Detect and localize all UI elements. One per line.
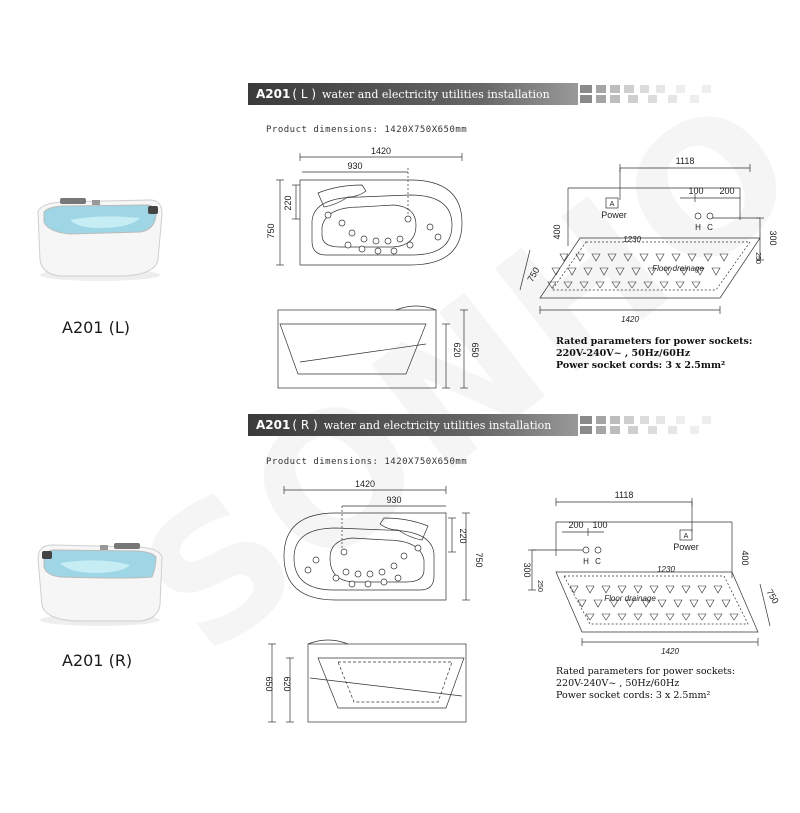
rated-line-1: Rated parameters for power sockets: bbox=[556, 666, 736, 677]
header-model: A201 bbox=[256, 418, 291, 432]
section-header: A201 ( R ) water and electricity utiliti… bbox=[248, 414, 728, 436]
decorative-tiles bbox=[580, 85, 711, 103]
dim-300: 300 bbox=[522, 562, 532, 577]
utility-layout-diagram: 1118 100 200 A Power H C 400 300 250 750… bbox=[519, 156, 778, 324]
rated-parameters: Rated parameters for power sockets: 220V… bbox=[556, 336, 752, 372]
header-model: A201 bbox=[256, 87, 291, 101]
dim-height-inner: 620 bbox=[452, 342, 462, 357]
dim-1230: 1230 bbox=[657, 565, 675, 574]
section-header: A201 ( L ) water and electricity utiliti… bbox=[248, 83, 728, 105]
dim-300: 300 bbox=[768, 230, 778, 245]
dim-1230: 1230 bbox=[623, 235, 641, 244]
dim-1118: 1118 bbox=[676, 156, 695, 166]
dim-1420: 1420 bbox=[661, 647, 679, 656]
dim-offset: 220 bbox=[458, 528, 468, 543]
dim-height-total: 650 bbox=[264, 676, 274, 691]
dim-250: 250 bbox=[536, 580, 543, 592]
dim-1118: 1118 bbox=[615, 490, 634, 500]
floor-drainage-label: Floor drainage bbox=[652, 264, 704, 273]
top-plan-drawing: 1420 930 750 220 bbox=[283, 479, 484, 601]
rated-parameters: Rated parameters for power sockets: 220V… bbox=[556, 666, 735, 702]
dim-100: 100 bbox=[688, 186, 703, 196]
cold-label: C bbox=[707, 223, 713, 232]
dim-inner: 930 bbox=[386, 495, 401, 505]
bathtub-photo-left bbox=[37, 198, 163, 281]
hot-label: H bbox=[583, 557, 589, 566]
hot-label: H bbox=[695, 223, 701, 232]
dim-depth: 750 bbox=[266, 223, 276, 238]
header-paren-label: ( L ) bbox=[292, 87, 317, 101]
dim-length: 1420 bbox=[371, 146, 391, 156]
dim-100: 100 bbox=[592, 520, 607, 530]
power-label: Power bbox=[601, 210, 627, 220]
header-title-bar: A201 ( R ) water and electricity utiliti… bbox=[248, 414, 578, 436]
dim-height-total: 650 bbox=[470, 342, 480, 357]
header-text: water and electricity utilities installa… bbox=[323, 418, 552, 432]
floor-drainage-label: Floor drainage bbox=[604, 594, 656, 603]
bathtub-photo-right bbox=[37, 543, 163, 626]
utility-layout-diagram: 1118 200 100 A Power H C 400 300 250 750… bbox=[522, 490, 781, 656]
top-plan-drawing: 1420 930 750 220 bbox=[266, 146, 463, 266]
dim-750: 750 bbox=[765, 587, 781, 605]
cold-label: C bbox=[595, 557, 601, 566]
dim-inner: 930 bbox=[347, 161, 362, 171]
model-caption: A201 (L) bbox=[62, 318, 130, 337]
dim-400: 400 bbox=[740, 550, 750, 565]
dim-250: 250 bbox=[754, 252, 761, 264]
rated-line-2: 220V-240V~ , 50Hz/60Hz bbox=[556, 678, 680, 689]
dim-1420: 1420 bbox=[621, 315, 639, 324]
side-elevation-drawing: 620 650 bbox=[277, 305, 480, 389]
model-caption: A201 (R) bbox=[62, 651, 133, 670]
decorative-tiles bbox=[580, 416, 711, 434]
header-text: water and electricity utilities installa… bbox=[322, 87, 550, 101]
dim-200: 200 bbox=[568, 520, 583, 530]
dim-depth: 750 bbox=[474, 552, 484, 567]
dim-750: 750 bbox=[525, 265, 541, 283]
rated-line-3: Power socket cords: 3 x 2.5mm² bbox=[556, 690, 711, 701]
svg-text:A: A bbox=[684, 533, 689, 540]
product-dimensions: Product dimensions: 1420X750X650mm bbox=[266, 457, 468, 467]
dim-400: 400 bbox=[552, 224, 562, 239]
header-title-bar: A201 ( L ) water and electricity utiliti… bbox=[248, 83, 578, 105]
dim-height-inner: 620 bbox=[282, 676, 292, 691]
dim-200: 200 bbox=[719, 186, 734, 196]
dim-offset: 220 bbox=[283, 195, 293, 210]
rated-line-3: Power socket cords: 3 x 2.5mm² bbox=[556, 360, 726, 371]
svg-text:A: A bbox=[610, 201, 615, 208]
dim-length: 1420 bbox=[355, 479, 375, 489]
product-dimensions: Product dimensions: 1420X750X650mm bbox=[266, 125, 468, 135]
header-paren-label: ( R ) bbox=[292, 418, 318, 432]
rated-line-1: Rated parameters for power sockets: bbox=[556, 336, 753, 347]
power-label: Power bbox=[673, 542, 699, 552]
side-elevation-drawing: 650 620 bbox=[264, 639, 467, 723]
rated-line-2: 220V-240V~ , 50Hz/60Hz bbox=[556, 348, 691, 359]
